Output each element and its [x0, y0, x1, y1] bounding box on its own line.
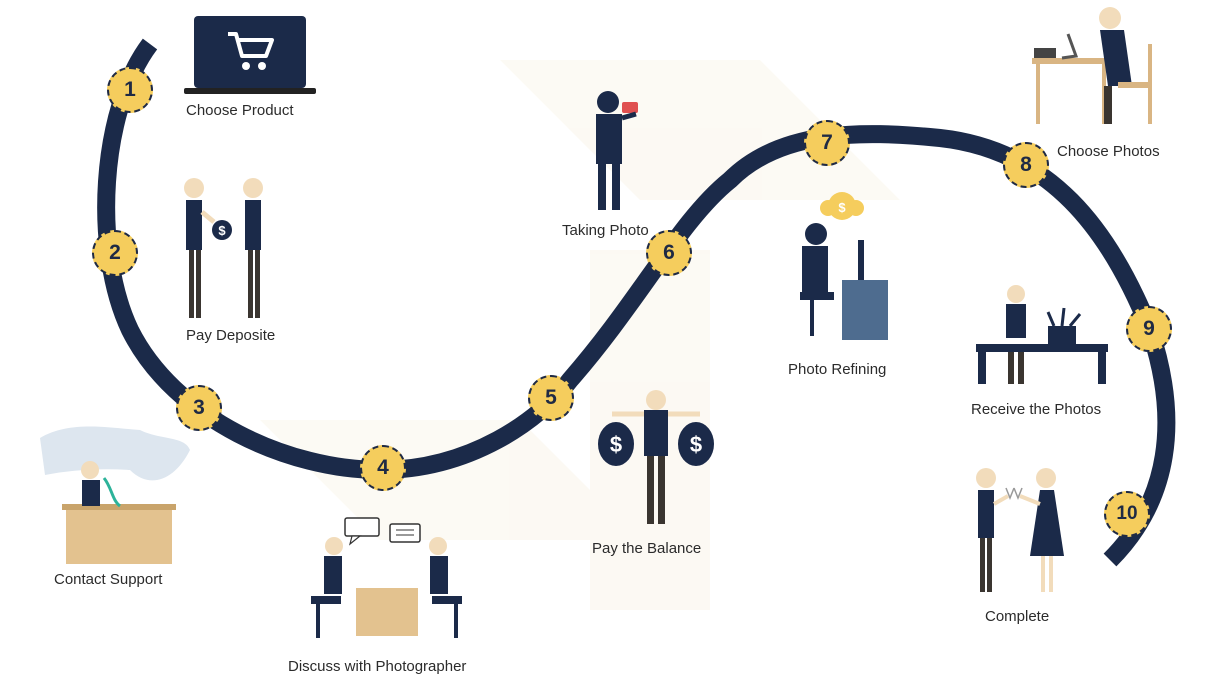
money-bags-icon: $ $ [598, 390, 714, 524]
step-label-2: Pay Deposite [186, 327, 276, 344]
step-badge-9: 9 [1126, 306, 1172, 352]
step-badge-1: 1 [107, 67, 153, 113]
svg-text:$: $ [838, 200, 846, 215]
process-path [97, 38, 1176, 567]
step-badge-4: 4 [360, 445, 406, 491]
step-badge-5: 5 [528, 375, 574, 421]
step-badge-6: 6 [646, 230, 692, 276]
toast-couple-icon [976, 468, 1064, 592]
delivery-table-icon [976, 285, 1108, 384]
svg-text:$: $ [218, 223, 226, 238]
meeting-table-icon [311, 517, 462, 638]
step-label-10: Complete [985, 608, 1050, 625]
step-label-1: Choose Product [186, 102, 294, 119]
step-label-9: Receive the Photos [971, 401, 1102, 418]
step-label-3: Contact Support [54, 571, 163, 588]
step-label-4: Discuss with Photographer [288, 658, 467, 675]
step-label-5: Pay the Balance [592, 540, 702, 557]
step-badge-7: 7 [804, 120, 850, 166]
step-badge-2: 2 [92, 230, 138, 276]
svg-text:$: $ [690, 432, 702, 457]
step-label-8: Choose Photos [1057, 143, 1160, 160]
support-desk-icon [40, 426, 190, 564]
step-label-6: Taking Photo [562, 222, 649, 239]
laptop-cart-icon [184, 16, 316, 94]
step-badge-10: 10 [1104, 491, 1150, 537]
laptop-desk-icon [1032, 7, 1152, 124]
step-badge-8: 8 [1003, 142, 1049, 188]
photographer-icon [596, 91, 638, 210]
step-label-7: Photo Refining [788, 361, 887, 378]
editing-desk-icon: $ [800, 192, 888, 340]
step-badge-3: 3 [176, 385, 222, 431]
svg-text:$: $ [610, 432, 622, 457]
handing-money-icon: $ [184, 178, 263, 318]
